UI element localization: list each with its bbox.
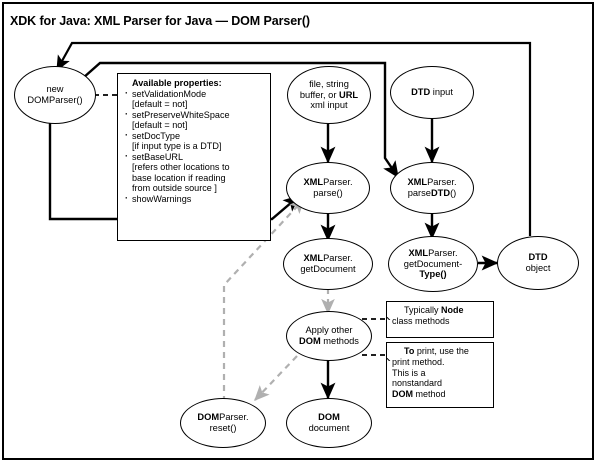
node-getdoctype-rest: Parser.	[428, 248, 458, 259]
properties-item: showWarnings	[124, 193, 266, 205]
node-new-domparser[interactable]: new DOMParser()	[14, 66, 96, 124]
properties-item: from outside source ]	[132, 183, 217, 194]
node-getdocument-line2: getDocument	[300, 264, 356, 274]
properties-item: setValidationMode	[124, 88, 266, 100]
edge-applydom-to-reset	[254, 355, 298, 401]
node-xml-input-line2a: buffer, or	[299, 89, 339, 100]
properties-list: setValidationMode [default = not] setPre…	[124, 88, 266, 205]
node-xml-input[interactable]: file, string buffer, or URL xml input	[287, 66, 371, 124]
page-title: XDK for Java: XML Parser for Java — DOM …	[10, 14, 310, 28]
properties-item: [default = not]	[132, 99, 188, 110]
node-parsedtd-line2a: parse	[407, 188, 431, 198]
node-xmlparser-parsedtd[interactable]: XMLParser. parseDTD()	[390, 162, 474, 214]
node-xmlparser-getdocumenttype[interactable]: XMLParser. getDocument- Type()	[388, 236, 478, 292]
node-getdoctype-line2: getDocument-	[403, 258, 463, 269]
node-dtd-object-line2: object	[525, 263, 551, 273]
note-print-l1b: print, use the	[414, 346, 469, 356]
node-new-domparser-line1: new	[46, 84, 64, 95]
properties-item: setDocType	[124, 130, 266, 142]
edge-domparser-to-parsedtd	[82, 61, 399, 179]
note-node-line2: class methods	[392, 315, 450, 326]
node-domparser-reset[interactable]: DOMParser. reset()	[180, 398, 266, 448]
node-reset-line2: reset()	[209, 423, 237, 433]
node-getdocument-rest: Parser.	[323, 253, 353, 264]
note-node-bold: Node	[441, 305, 464, 315]
note-print-l2: print method.	[392, 356, 445, 367]
node-getdoctype-bold: XML	[408, 248, 429, 259]
properties-item: setBaseURL	[124, 151, 266, 163]
properties-item: setPreserveWhiteSpace	[124, 109, 266, 121]
note-fold-corner-icon	[387, 343, 405, 361]
properties-item: [if input type is a DTD]	[132, 141, 222, 152]
note-print-l5: DOM method	[392, 389, 489, 400]
properties-item: [refers other locations to	[132, 162, 230, 173]
note-print-method: To print, use the print method. This is …	[386, 342, 494, 408]
node-xml-input-url: URL	[339, 89, 359, 100]
properties-item: [default = not]	[132, 120, 188, 131]
properties-note-header: Available properties:	[132, 78, 222, 88]
node-apply-dom-methods[interactable]: Apply other DOM methods	[286, 311, 372, 361]
node-domdocument-bold: DOM	[318, 412, 340, 423]
node-xml-input-line3: xml input	[310, 100, 348, 111]
node-applydom-line2a: DOM	[299, 336, 321, 346]
note-print-l3: This is a	[392, 367, 426, 378]
node-reset-rest: Parser.	[219, 412, 249, 423]
node-dtd-input[interactable]: DTD input	[390, 66, 474, 119]
note-node-pre: Typically	[404, 305, 442, 315]
properties-item: base location if reading	[132, 172, 226, 183]
node-xmlparser-parse[interactable]: XMLParser. parse()	[286, 162, 370, 214]
node-dtd-input-rest: input	[430, 87, 453, 98]
node-getdocument-bold: XML	[303, 253, 324, 264]
note-print-l5a: DOM	[392, 389, 413, 400]
node-parse-line2: parse()	[313, 188, 343, 198]
node-getdoctype-line3: Type()	[419, 269, 447, 280]
note-typically-node: Typically Node class methods	[386, 301, 494, 338]
edge-reset-to-parse	[222, 198, 305, 402]
node-parse-bold: XML	[303, 177, 324, 188]
node-dtd-object[interactable]: DTD object	[497, 236, 579, 290]
node-dom-document[interactable]: DOM document	[286, 398, 372, 448]
node-xmlparser-getdocument[interactable]: XMLParser. getDocument	[283, 238, 373, 290]
note-print-l5b: method	[413, 389, 446, 400]
properties-note: Available properties: setValidationMode …	[117, 73, 271, 241]
node-dtd-input-bold: DTD	[411, 87, 431, 98]
node-applydom-line2b: methods	[320, 336, 359, 346]
node-reset-bold: DOM	[197, 412, 220, 423]
node-parse-rest: Parser.	[323, 177, 353, 188]
node-domdocument-line2: document	[308, 423, 350, 433]
note-fold-corner-icon	[387, 302, 405, 320]
edge-dtdobject-to-domparser	[56, 41, 532, 236]
node-parsedtd-line2b: DTD	[430, 188, 451, 198]
node-parsedtd-rest: Parser.	[427, 177, 457, 188]
node-parsedtd-line2c: ()	[450, 188, 457, 198]
node-dtd-object-bold: DTD	[528, 252, 548, 263]
note-print-l4: nonstandard	[392, 378, 443, 389]
node-applydom-line1: Apply other	[305, 325, 353, 336]
node-xml-input-line1: file, string	[309, 79, 349, 90]
node-parsedtd-bold: XML	[407, 177, 428, 188]
note-print-l1a: To	[404, 346, 415, 356]
node-new-domparser-line2: DOMParser()	[27, 95, 83, 105]
